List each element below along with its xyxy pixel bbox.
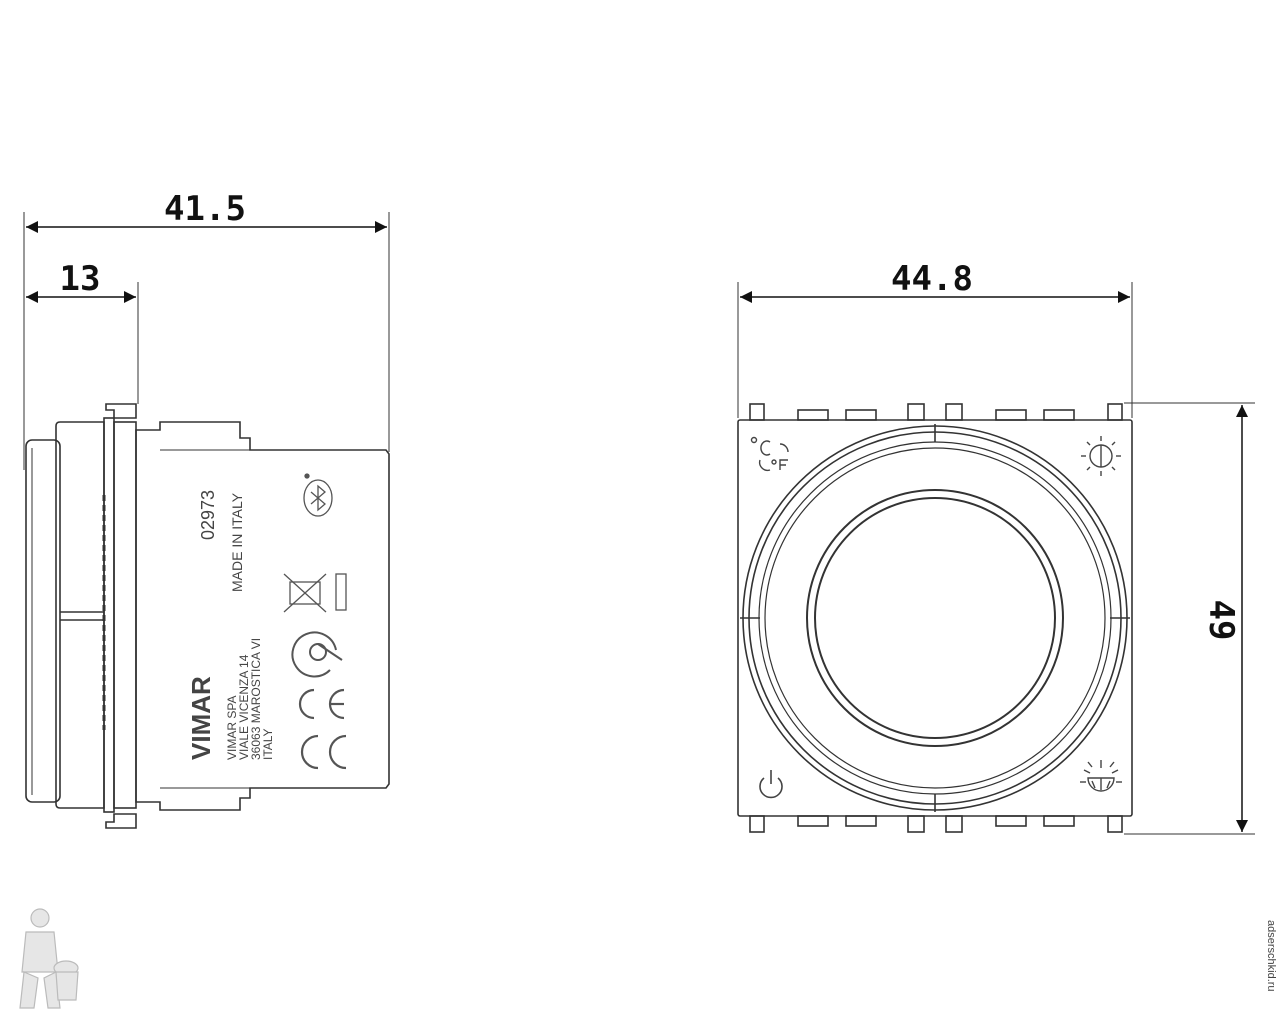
bluetooth-icon	[303, 473, 333, 517]
brightness-icon	[1081, 436, 1121, 476]
front-depth-label: 13	[60, 259, 101, 299]
brand-label: VIMAR	[186, 676, 216, 760]
power-icon	[759, 770, 783, 799]
address-line-3: 36063 MAROSTICA VI	[249, 638, 263, 760]
overall-depth-label: 41.5	[164, 189, 246, 229]
plumber-logo-icon	[19, 908, 79, 1009]
origin-label: MADE IN ITALY	[229, 492, 245, 592]
dimension-height: 49	[1124, 402, 1255, 835]
celsius-fahrenheit-icon	[750, 436, 789, 472]
address-line-1: VIMAR SPA	[225, 696, 239, 760]
watermark-text: adserschkid.ru	[1265, 920, 1277, 992]
dimension-overall-depth: 41.5	[23, 189, 390, 470]
address-line-2: VIALE VICENZA 14	[237, 654, 251, 760]
ce-mark-icon	[298, 688, 347, 770]
weee-bin-icon	[283, 573, 347, 613]
front-view	[737, 403, 1133, 833]
address-line-4: ITALY	[261, 728, 275, 760]
height-label: 49	[1201, 600, 1241, 641]
width-label: 44.8	[891, 259, 973, 299]
side-view-markings: VIMAR 02973 MADE IN ITALY VIMAR SPA VIAL…	[186, 473, 347, 770]
light-effect-icon	[1080, 760, 1122, 792]
product-code-label: 02973	[198, 490, 218, 540]
dimension-width: 44.8	[737, 259, 1133, 418]
imq-mark-icon	[291, 631, 343, 678]
side-view	[25, 403, 390, 829]
dimension-front-depth: 13	[26, 259, 139, 404]
